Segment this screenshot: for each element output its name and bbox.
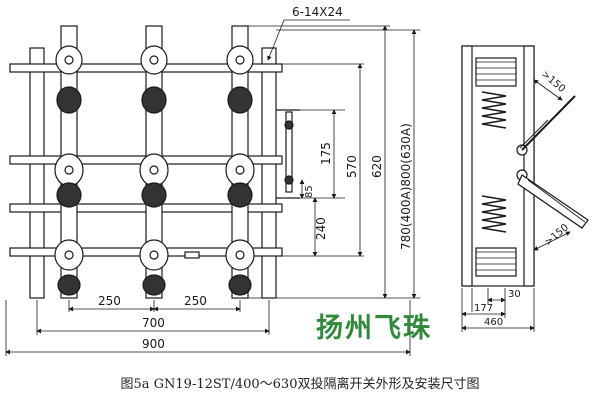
blade-upper: [521, 95, 576, 151]
dim-holes-label: 6-14X24: [292, 5, 343, 19]
mounting-slot: [184, 251, 200, 259]
dim-240: 240: [314, 217, 328, 240]
dim-175: 175: [319, 142, 333, 165]
dim-30: 30: [508, 289, 521, 300]
figure-caption: 图5a GN19-12ST/400～630双投隔离开关外形及安装尺寸图: [120, 377, 480, 392]
side-dimensions: [461, 79, 571, 332]
dim-460: 460: [484, 317, 503, 328]
dim-700: 700: [142, 316, 165, 330]
spring-lower: [481, 195, 507, 233]
dim-620: 620: [370, 155, 384, 178]
dim-150-bottom: >150: [543, 222, 571, 248]
base-frame-right: [261, 47, 277, 299]
phase-column-2: [139, 25, 169, 299]
insulator-top: [475, 57, 517, 87]
dim-900: 900: [142, 337, 165, 351]
side-channel-right: [523, 45, 535, 287]
phase-column-3: [225, 25, 255, 299]
front-dimension-texts: 6-14X24 250 250 700 900 175 570 620 85 2…: [98, 5, 413, 351]
side-view: [461, 45, 589, 287]
spring-upper: [481, 91, 507, 129]
blade-lower: [517, 174, 589, 229]
operating-linkage: [276, 109, 300, 199]
insulator-bottom: [475, 247, 517, 277]
dim-250-right: 250: [184, 294, 207, 308]
dim-250-left: 250: [98, 294, 121, 308]
base-frame-left: [29, 47, 45, 299]
front-dimensions: [5, 19, 420, 356]
side-channel-left: [461, 45, 473, 287]
watermark-text: 扬州飞珠: [316, 313, 432, 344]
front-view: [9, 25, 300, 299]
dim-85: 85: [304, 185, 315, 198]
dim-570: 570: [345, 155, 359, 178]
dim-150-top: >150: [539, 69, 567, 95]
dim-780: 780(400A)800(630A): [399, 123, 413, 250]
dim-177: 177: [474, 303, 493, 314]
phase-column-1: [54, 25, 84, 299]
